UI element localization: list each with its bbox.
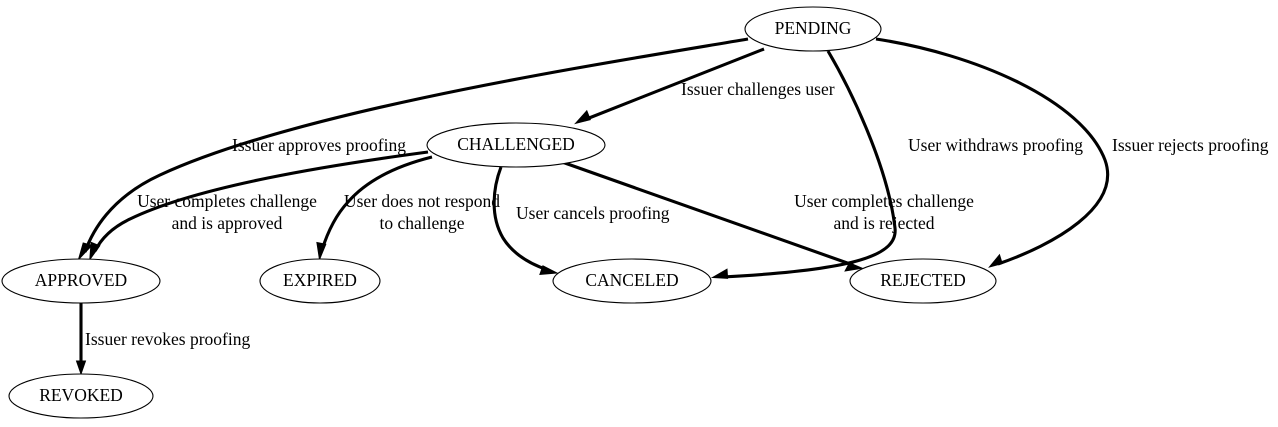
edge-challenged-approved-arrowhead <box>89 241 101 262</box>
node-approved[interactable]: APPROVED <box>1 258 161 304</box>
edge-challenged-canceled: User cancels proofing <box>492 166 670 275</box>
node-canceled-ellipse[interactable] <box>552 258 712 304</box>
edge-challenged-rejected: User completes challenge and is rejected <box>561 160 974 272</box>
edge-pending-challenged-arrowhead <box>574 109 591 125</box>
edge-pending-approved-label: Issuer approves proofing <box>232 135 406 155</box>
edge-pending-rejected-arrowhead <box>988 253 1003 268</box>
edge-challenged-rejected-label-line1: User completes challenge <box>794 191 974 211</box>
node-expired-label: EXPIRED <box>283 270 357 290</box>
node-rejected[interactable]: REJECTED <box>849 258 997 304</box>
edge-pending-challenged-label: Issuer challenges user <box>681 79 835 99</box>
edge-approved-revoked-arrowhead <box>75 360 87 376</box>
edge-approved-revoked: Issuer revokes proofing <box>75 303 250 376</box>
node-rejected-ellipse[interactable] <box>849 258 997 304</box>
edge-challenged-canceled-arrowhead <box>539 265 559 275</box>
edge-pending-rejected-label: Issuer rejects proofing <box>1112 135 1269 155</box>
edge-challenged-expired-arrowhead <box>316 241 327 262</box>
edge-challenged-expired: User does not respond to challenge <box>316 155 500 262</box>
node-pending-label: PENDING <box>775 18 852 38</box>
node-revoked[interactable]: REVOKED <box>8 373 154 419</box>
edge-challenged-rejected-path <box>561 160 854 267</box>
node-revoked-ellipse[interactable] <box>8 373 154 419</box>
node-expired[interactable]: EXPIRED <box>259 258 381 304</box>
edge-challenged-rejected-arrowhead <box>844 262 864 272</box>
edge-pending-approved-arrowhead <box>78 242 93 260</box>
edge-pending-challenged: Issuer challenges user <box>574 47 835 125</box>
edge-challenged-canceled-path <box>492 166 549 272</box>
edge-pending-canceled-label: User withdraws proofing <box>908 135 1083 155</box>
node-pending-ellipse[interactable] <box>744 6 882 52</box>
edge-challenged-rejected-label-line2: and is rejected <box>833 213 934 233</box>
node-challenged-ellipse[interactable] <box>426 122 606 168</box>
edge-challenged-approved: User completes challenge and is approved <box>89 150 429 262</box>
node-approved-label: APPROVED <box>35 270 127 290</box>
node-expired-ellipse[interactable] <box>259 258 381 304</box>
node-approved-ellipse[interactable] <box>1 258 161 304</box>
edge-challenged-expired-label-line2: to challenge <box>379 213 464 233</box>
edge-challenged-approved-label-line2: and is approved <box>172 213 283 233</box>
edge-challenged-expired-label-line1: User does not respond <box>344 191 500 211</box>
node-pending[interactable]: PENDING <box>744 6 882 52</box>
edge-challenged-approved-path <box>93 150 429 252</box>
edge-approved-revoked-label: Issuer revokes proofing <box>85 329 250 349</box>
edge-pending-canceled-path <box>721 50 897 279</box>
edge-pending-rejected: Issuer rejects proofing <box>875 37 1269 268</box>
node-rejected-label: REJECTED <box>880 270 966 290</box>
node-canceled-label: CANCELED <box>585 270 678 290</box>
node-canceled[interactable]: CANCELED <box>552 258 712 304</box>
edge-pending-canceled-arrowhead <box>710 268 729 279</box>
node-challenged[interactable]: CHALLENGED <box>426 122 606 168</box>
node-revoked-label: REVOKED <box>39 385 123 405</box>
edge-pending-challenged-path <box>583 47 765 122</box>
edge-pending-approved-path <box>83 37 749 253</box>
edge-challenged-expired-path <box>320 155 433 251</box>
edge-pending-rejected-path <box>875 37 1109 266</box>
edge-challenged-canceled-label: User cancels proofing <box>516 203 670 223</box>
edge-pending-canceled: User withdraws proofing <box>710 50 1083 279</box>
edge-challenged-approved-label-line1: User completes challenge <box>137 191 317 211</box>
node-challenged-label: CHALLENGED <box>457 134 575 154</box>
edge-pending-approved: Issuer approves proofing <box>78 37 749 260</box>
